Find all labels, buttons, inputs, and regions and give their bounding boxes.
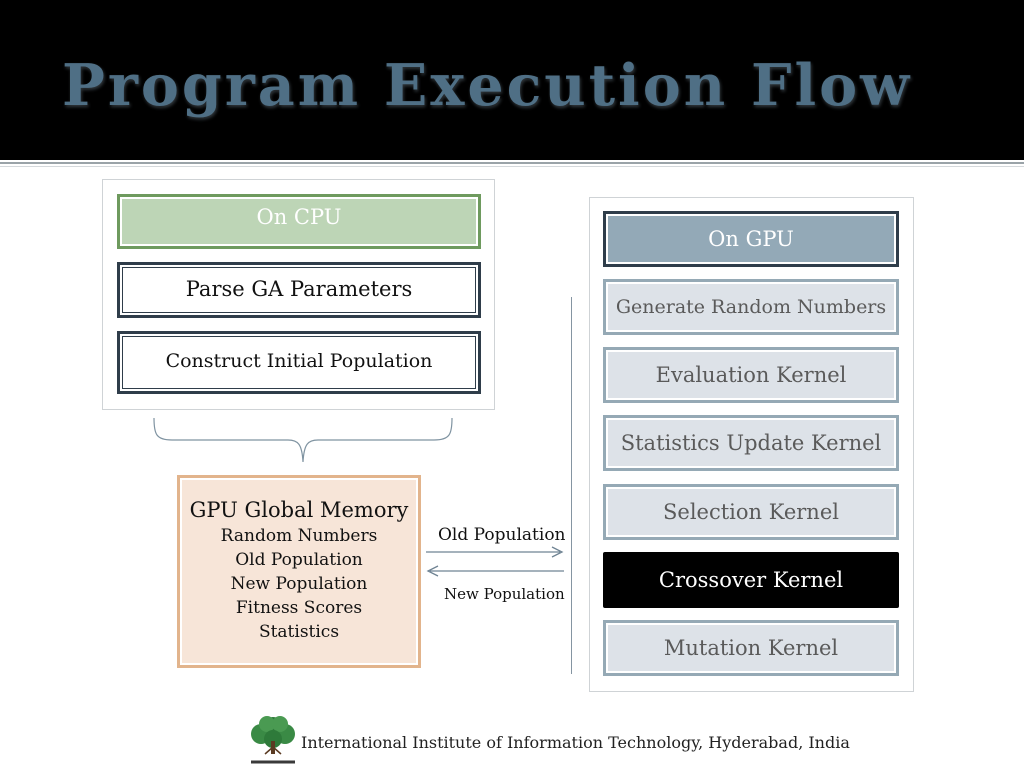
cpu-brace <box>153 417 453 463</box>
iiit-tree-logo <box>249 716 297 765</box>
memory-item-fitness-scores: Fitness Scores <box>235 598 363 618</box>
memory-item-statistics: Statistics <box>258 622 340 642</box>
title-divider <box>0 162 1024 164</box>
slide-title: Program Execution Flow <box>62 52 913 119</box>
vertical-divider <box>571 297 572 674</box>
gpu-step-generate-random-numbers: Generate Random Numbers <box>603 279 899 335</box>
title-divider-secondary <box>0 166 1024 167</box>
cpu-step-construct-population: Construct Initial Population <box>117 331 481 394</box>
footer-institute-name: International Institute of Information T… <box>301 733 850 752</box>
arrow-label-old-population: Old Population <box>438 525 566 545</box>
gpu-step-statistics-update-kernel: Statistics Update Kernel <box>603 415 899 471</box>
transfer-arrows <box>426 546 564 577</box>
memory-item-random-numbers: Random Numbers <box>220 526 378 546</box>
gpu-global-memory-box: GPU Global Memory Random Numbers Old Pop… <box>177 475 421 668</box>
gpu-step-evaluation-kernel: Evaluation Kernel <box>603 347 899 403</box>
cpu-header: On CPU <box>117 194 481 249</box>
memory-item-new-population: New Population <box>230 574 368 594</box>
arrow-to-gpu <box>426 546 564 558</box>
memory-item-old-population: Old Population <box>235 550 363 570</box>
gpu-step-selection-kernel: Selection Kernel <box>603 484 899 540</box>
gpu-step-crossover-kernel: Crossover Kernel <box>603 552 899 608</box>
gpu-header: On GPU <box>603 211 899 267</box>
memory-title: GPU Global Memory <box>189 498 409 522</box>
arrow-label-new-population: New Population <box>444 585 565 603</box>
title-bar: Program Execution Flow <box>0 0 1024 160</box>
cpu-step-parse-parameters: Parse GA Parameters <box>117 262 481 318</box>
gpu-step-mutation-kernel: Mutation Kernel <box>603 620 899 676</box>
arrow-to-memory <box>426 565 564 577</box>
